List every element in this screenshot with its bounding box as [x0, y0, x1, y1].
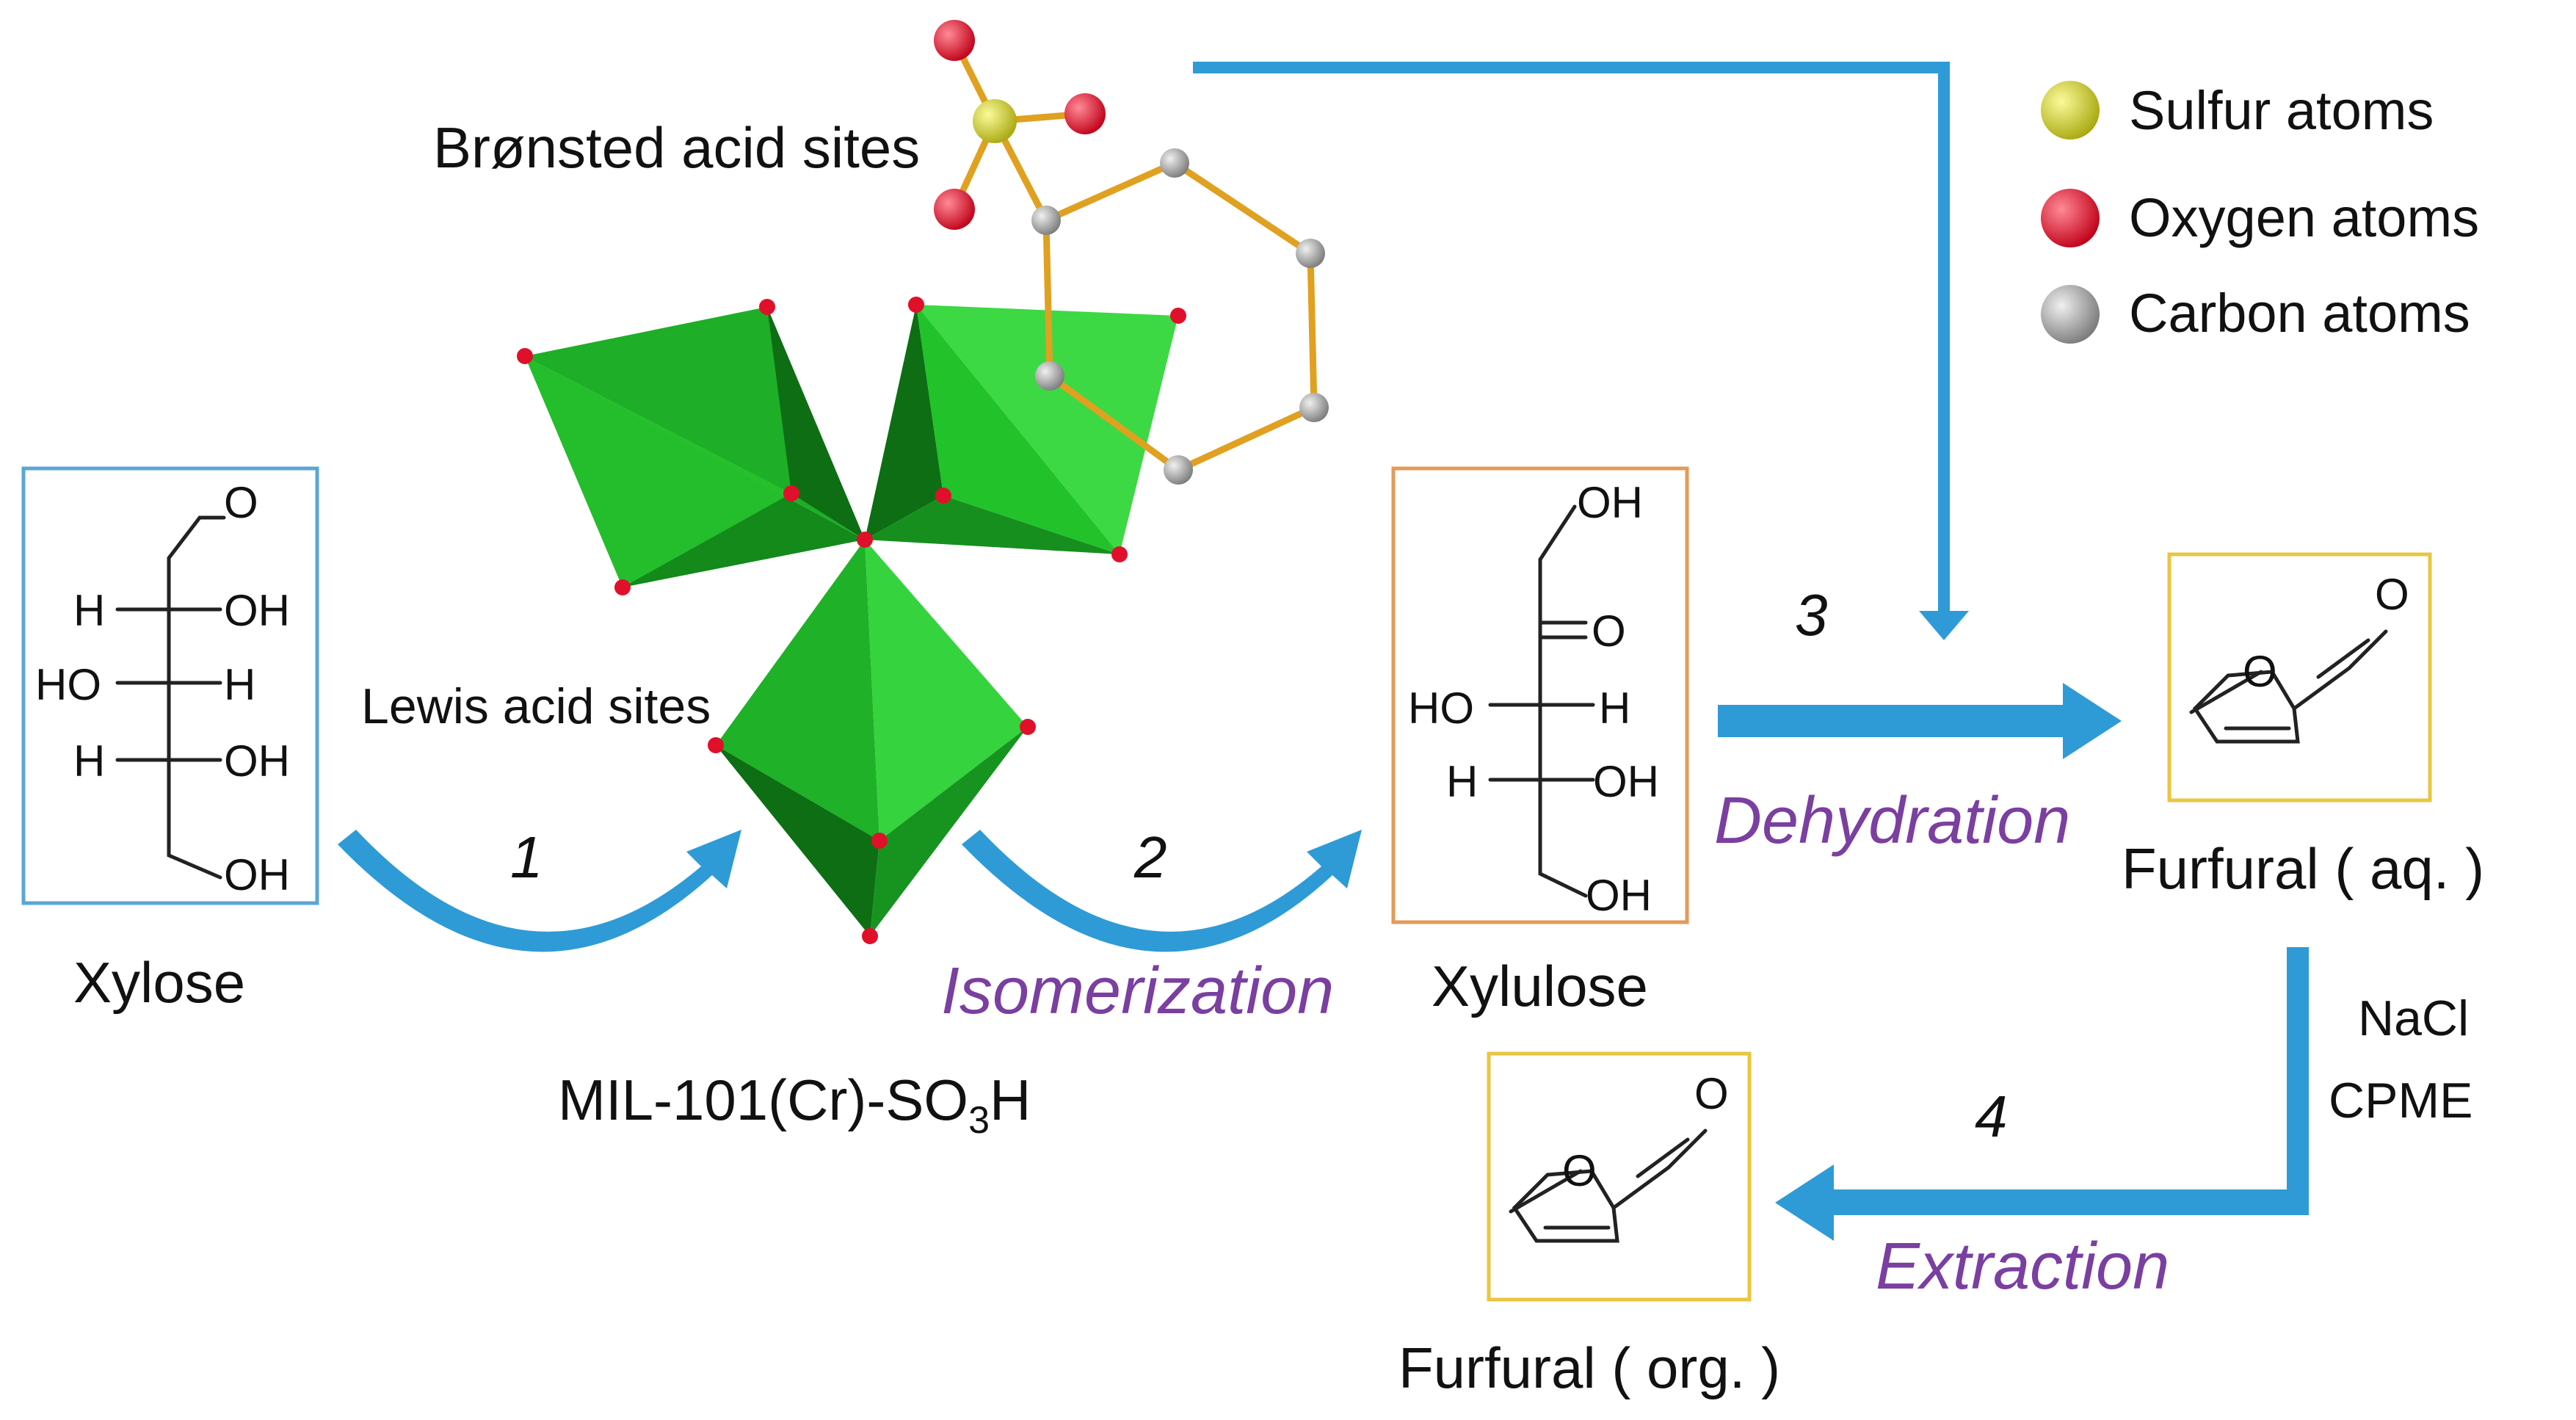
- process-arrows: [338, 62, 2309, 1241]
- furfural-org-molecule: O O: [1487, 1051, 1752, 1302]
- xylose-molecule: O H OH HO H H OH OH: [21, 466, 319, 905]
- sulfonic-phenyl-group: [934, 20, 1329, 485]
- step2-number: 2: [1133, 825, 1167, 890]
- legend-oxygen-label: Oxygen atoms: [2129, 187, 2479, 248]
- furfural-org-label: Furfural ( org. ): [1398, 1336, 1780, 1400]
- octahedra-vertices: [517, 297, 1186, 944]
- xylulose-box: [1391, 466, 1689, 924]
- step4-name: Extraction: [1876, 1230, 2169, 1303]
- oxygen-atom: [934, 189, 975, 230]
- step2-curved-arrow: [962, 830, 1362, 952]
- oxygen-atom: [1064, 93, 1106, 134]
- step1-curved-arrow: [338, 830, 741, 952]
- carbon-atom: [1035, 361, 1064, 391]
- furfural-org-box: [1487, 1051, 1752, 1302]
- svg-text:H: H: [1446, 757, 1478, 806]
- legend-sulfur-swatch: [2041, 81, 2100, 140]
- svg-text:O: O: [224, 478, 258, 527]
- svg-text:HO: HO: [35, 660, 101, 709]
- nacl-label: NaCl: [2358, 990, 2469, 1046]
- svg-text:O: O: [1562, 1146, 1597, 1195]
- svg-text:H: H: [1599, 684, 1630, 733]
- svg-text:O: O: [1592, 606, 1626, 656]
- bronsted-to-dehydration-arrow: [1193, 62, 1969, 640]
- svg-text:OH: OH: [1586, 871, 1652, 920]
- carbon-atom: [1164, 455, 1193, 485]
- legend-carbon-label: Carbon atoms: [2129, 283, 2470, 344]
- oxygen-atom: [934, 20, 975, 61]
- step4-number: 4: [1975, 1084, 2008, 1149]
- mil101-octahedra: [517, 297, 1186, 944]
- xylose-box: [21, 466, 319, 905]
- dehydration-arrow: [1718, 683, 2122, 759]
- octahedron-left: [525, 307, 865, 587]
- svg-text:O: O: [1694, 1069, 1729, 1118]
- carbon-atom: [1299, 393, 1329, 422]
- svg-text:HO: HO: [1408, 684, 1474, 733]
- step3-name: Dehydration: [1714, 784, 2070, 858]
- bronsted-label: Brønsted acid sites: [433, 115, 920, 180]
- svg-text:H: H: [73, 736, 105, 786]
- carbon-atom: [1031, 206, 1061, 235]
- svg-text:OH: OH: [1593, 757, 1659, 806]
- cpme-label: CPME: [2329, 1073, 2472, 1129]
- legend-oxygen-swatch: [2041, 189, 2100, 247]
- step3-number: 3: [1795, 582, 1828, 648]
- svg-text:O: O: [2375, 570, 2409, 619]
- furfural-aq-molecule: O O: [2167, 552, 2432, 803]
- step2-name: Isomerization: [941, 954, 1334, 1028]
- catalyst-label: MIL-101(Cr)-SO3H: [558, 1068, 1031, 1142]
- svg-text:OH: OH: [224, 850, 290, 899]
- legend-sulfur-label: Sulfur atoms: [2129, 80, 2434, 141]
- xylose-label: Xylose: [73, 950, 245, 1015]
- xylulose-molecule: OH O HO H H OH OH: [1391, 466, 1689, 924]
- svg-text:H: H: [224, 660, 255, 709]
- step1-number: 1: [510, 825, 543, 890]
- carbon-atom: [1296, 239, 1325, 268]
- svg-text:O: O: [2243, 647, 2277, 696]
- octahedron-right: [865, 305, 1178, 554]
- extraction-arrow: [1775, 947, 2309, 1241]
- carbon-atom: [1160, 148, 1189, 178]
- legend: Sulfur atoms Oxygen atoms Carbon atoms: [2041, 80, 2479, 344]
- svg-text:H: H: [73, 586, 105, 635]
- furfural-aq-label: Furfural ( aq. ): [2122, 836, 2484, 901]
- furfural-aq-box: [2167, 552, 2432, 803]
- sulfur-atom: [973, 99, 1017, 143]
- svg-text:OH: OH: [224, 736, 290, 786]
- lewis-label: Lewis acid sites: [361, 678, 711, 734]
- svg-text:OH: OH: [1577, 478, 1643, 527]
- xylulose-label: Xylulose: [1432, 954, 1648, 1018]
- svg-text:OH: OH: [224, 586, 290, 635]
- legend-carbon-swatch: [2041, 285, 2100, 344]
- octahedron-bottom: [716, 540, 1028, 936]
